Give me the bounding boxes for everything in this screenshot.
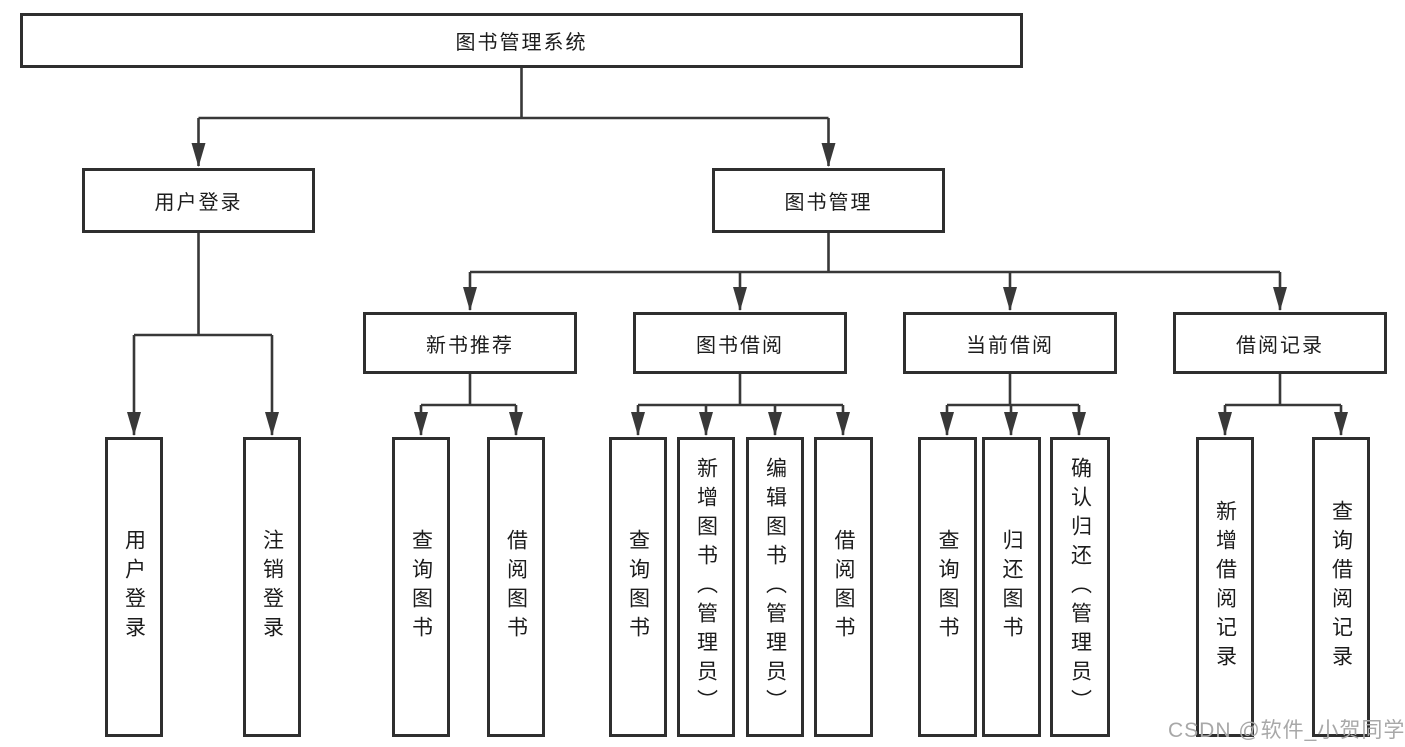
leaf-add-borrow-record: 新增借阅记录: [1196, 437, 1254, 737]
leaf-logout: 注销登录: [243, 437, 301, 737]
leaf-borrow-book: 借阅图书: [814, 437, 873, 737]
leaf-confirm-return-admin: 确认归还（管理员）: [1050, 437, 1110, 737]
node-label: 借阅记录: [1236, 334, 1324, 357]
node-label: 用户登录: [154, 192, 243, 214]
node-label: 查询借阅记录: [1329, 500, 1353, 674]
leaf-query-book-borrow: 查询图书: [609, 437, 667, 737]
node-label: 借阅图书: [504, 529, 528, 645]
node-label: 图书管理: [784, 192, 873, 214]
node-user-login: 用户登录: [82, 168, 315, 233]
node-label: 查询图书: [626, 529, 650, 645]
node-label: 归还图书: [1000, 529, 1023, 645]
node-label: 新增借阅记录: [1213, 500, 1237, 674]
node-book-management: 图书管理: [712, 168, 945, 233]
node-label: 编辑图书（管理员）: [763, 456, 787, 718]
node-label: 注销登录: [260, 529, 284, 645]
node-label: 用户登录: [122, 529, 146, 645]
node-borrowing-records: 借阅记录: [1173, 312, 1387, 374]
leaf-query-book-recommend: 查询图书: [392, 437, 450, 737]
node-book-borrowing: 图书借阅: [633, 312, 847, 374]
csdn-watermark: CSDN @软件_小贺同学: [1168, 719, 1405, 742]
node-current-borrowing: 当前借阅: [903, 312, 1117, 374]
node-label: 确认归还（管理员）: [1068, 456, 1092, 718]
leaf-query-book-current: 查询图书: [918, 437, 977, 737]
leaf-add-book-admin: 新增图书（管理员）: [677, 437, 735, 737]
node-label: 图书管理系统: [455, 32, 588, 54]
leaf-user-login: 用户登录: [105, 437, 163, 737]
leaf-return-book: 归还图书: [982, 437, 1041, 737]
node-label: 当前借阅: [966, 334, 1054, 357]
node-label: 新书推荐: [426, 334, 514, 357]
node-library-system: 图书管理系统: [20, 13, 1023, 68]
leaf-borrow-book-recommend: 借阅图书: [487, 437, 545, 737]
node-label: 借阅图书: [832, 529, 855, 645]
node-label: 图书借阅: [696, 334, 784, 357]
node-label: 查询图书: [936, 529, 959, 645]
node-new-book-recommend: 新书推荐: [363, 312, 577, 374]
leaf-edit-book-admin: 编辑图书（管理员）: [746, 437, 804, 737]
node-label: 查询图书: [409, 529, 433, 645]
leaf-query-borrow-record: 查询借阅记录: [1312, 437, 1370, 737]
node-label: 新增图书（管理员）: [694, 456, 718, 718]
